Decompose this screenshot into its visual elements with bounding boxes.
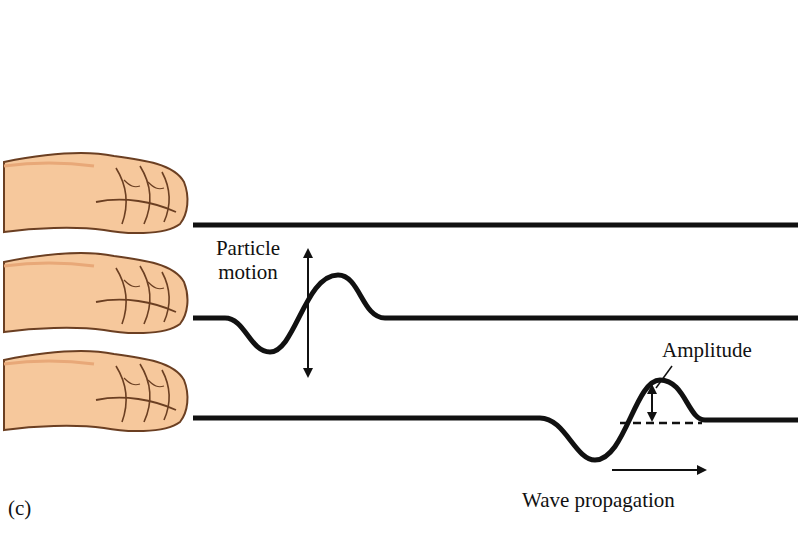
leader-line bbox=[656, 366, 672, 388]
baseline-dash bbox=[620, 422, 702, 425]
motion-arrow bbox=[307, 250, 309, 376]
amplitude-arrow bbox=[651, 386, 653, 420]
callout-label: Amplitude bbox=[662, 338, 752, 362]
hand bbox=[4, 153, 187, 233]
propagation-arrow bbox=[612, 469, 705, 471]
rope bbox=[193, 223, 798, 228]
hand bbox=[4, 253, 187, 333]
hand bbox=[4, 351, 187, 431]
panel-letter: (c) bbox=[8, 496, 31, 520]
axis-label: Wave propagation bbox=[522, 488, 675, 512]
callout-label: Particle motion bbox=[198, 236, 298, 284]
rope bbox=[193, 380, 798, 460]
